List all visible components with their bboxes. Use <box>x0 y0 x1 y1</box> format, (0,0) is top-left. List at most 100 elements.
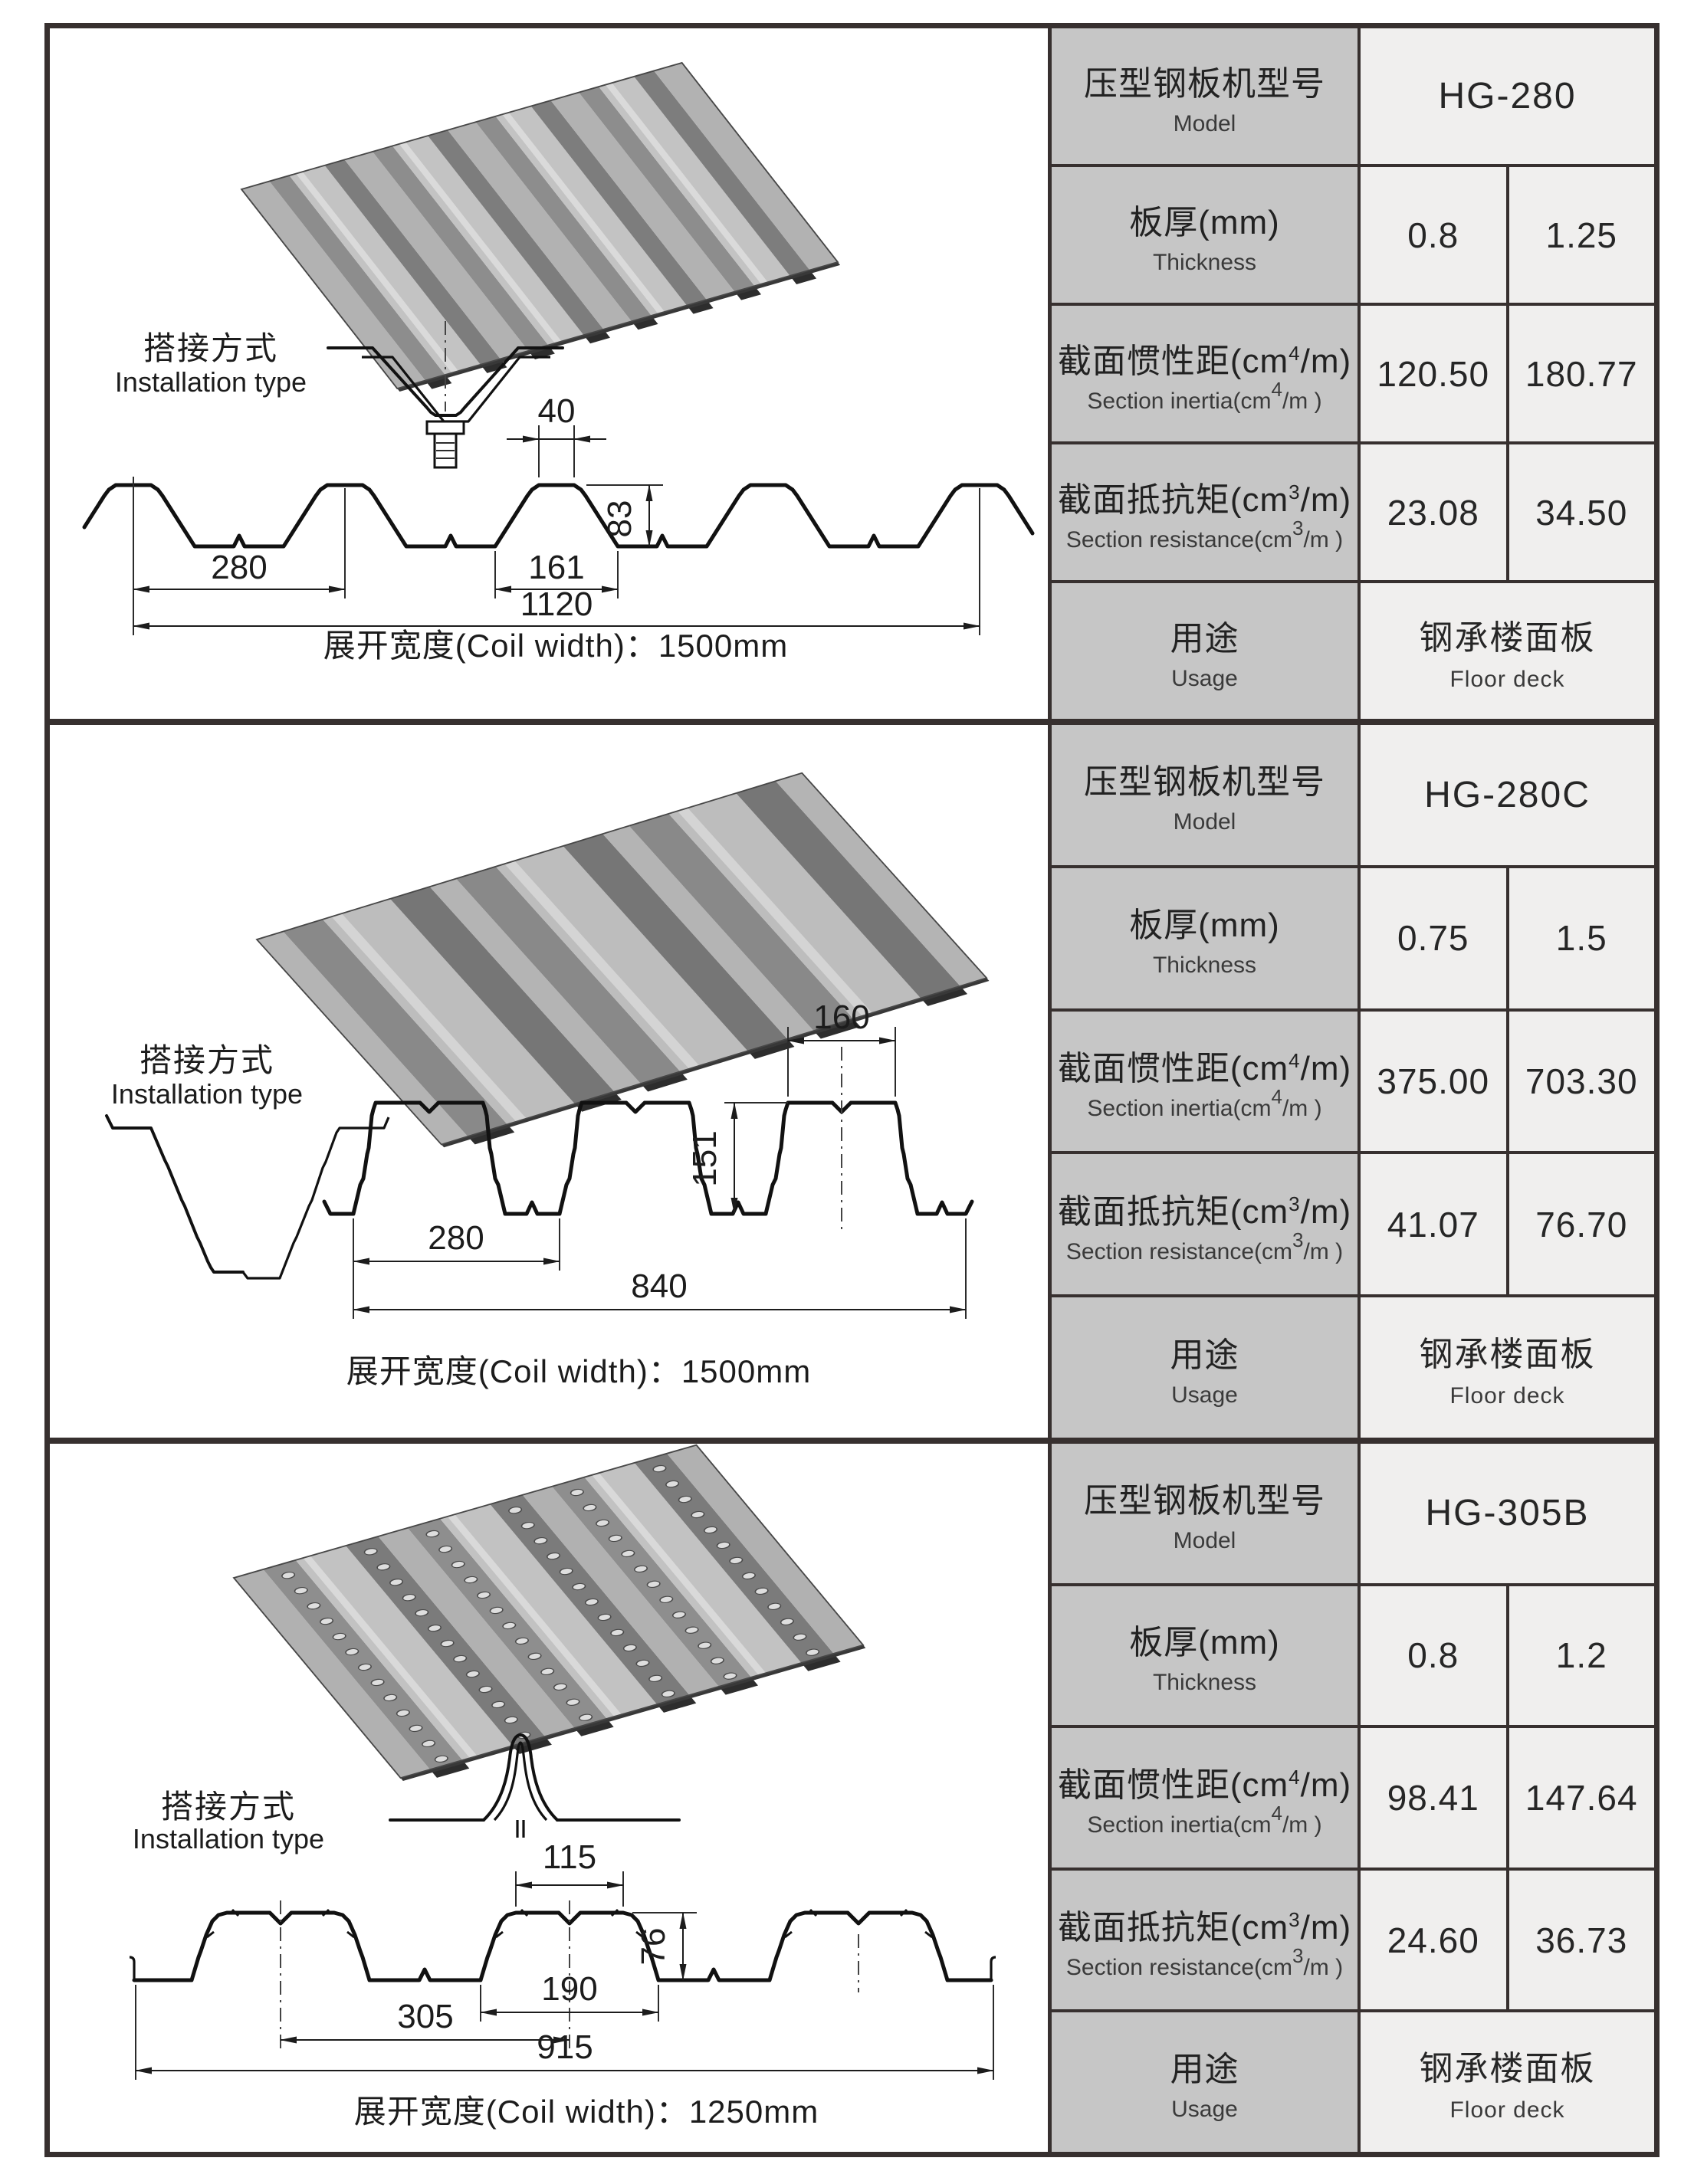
row-label: 截面惯性距(cm4/m) Section inertia(cm4/m ) <box>1052 306 1361 441</box>
table-row-usage: 用途 Usage 钢承楼面板 Floor deck <box>1052 2009 1654 2152</box>
svg-text:161: 161 <box>528 549 584 586</box>
model-value: HG-280 <box>1438 76 1577 116</box>
row-label: 板厚(mm) Thickness <box>1052 1586 1361 1726</box>
overlap-label-en: Installation type <box>115 366 307 398</box>
coil-width-note: 展开宽度(Coil width)：1500mm <box>346 1353 811 1389</box>
profile-outline <box>82 483 1035 549</box>
dim-crest-161: 161 <box>494 549 619 598</box>
table-row-thickness: 板厚(mm) Thickness 0.8 1.25 <box>1052 164 1654 303</box>
table-row-resistance: 截面抵抗矩(cm3/m) Section resistance(cm3/m ) … <box>1052 1867 1655 2010</box>
row-label: 截面惯性距(cm4/m) Section inertia(cm4/m ) <box>1052 1728 1361 1868</box>
usage-value: 钢承楼面板 Floor deck <box>1419 618 1596 692</box>
bolt-icon <box>425 420 465 469</box>
svg-text:76: 76 <box>635 1928 672 1966</box>
dim-top-40: 40 <box>507 392 606 477</box>
svg-text:40: 40 <box>538 392 576 430</box>
table-row-usage: 用途 Usage 钢承楼面板 Floor deck <box>1052 580 1654 719</box>
inertia-value-2: 147.64 <box>1505 1728 1655 1868</box>
thickness-value-1: 0.8 <box>1407 1635 1459 1676</box>
row-label: 用途 Usage <box>1052 583 1361 719</box>
table-row-resistance: 截面抵抗矩(cm3/m) Section resistance(cm3/m ) … <box>1052 1151 1655 1295</box>
overlap-label-cn: 搭接方式 <box>161 1789 296 1825</box>
table-row-thickness: 板厚(mm) Thickness 0.75 1.5 <box>1052 864 1655 1008</box>
overlap-label-en: Installation type <box>111 1078 303 1110</box>
dim-overall-840: 840 <box>353 1218 967 1319</box>
usage-value: 钢承楼面板 Floor deck <box>1419 2050 1596 2123</box>
svg-text:160: 160 <box>813 999 869 1036</box>
inertia-value-2: 703.30 <box>1505 1011 1655 1152</box>
overlap-joint-diagram <box>105 1114 390 1280</box>
table-row-usage: 用途 Usage 钢承楼面板 Floor deck <box>1052 1294 1654 1438</box>
row-label: 压型钢板机型号 Model <box>1052 1444 1361 1583</box>
svg-text:115: 115 <box>543 1838 596 1876</box>
thickness-value-2: 1.25 <box>1505 167 1655 303</box>
resistance-value-1: 23.08 <box>1387 492 1479 533</box>
corrugated-panel-3d-embossed <box>232 1444 866 1781</box>
corrugated-panel-3d <box>240 61 841 392</box>
overlap-label-en: Installation type <box>133 1823 324 1854</box>
overlap-joint-diagram <box>327 321 564 469</box>
svg-text:280: 280 <box>211 549 267 586</box>
resistance-value-1: 24.60 <box>1387 1920 1479 1960</box>
svg-text:190: 190 <box>541 1970 597 2008</box>
resistance-value-1: 41.07 <box>1387 1204 1479 1244</box>
hg280c-diagram-pane: 搭接方式 Installation type 160 <box>50 725 1048 1438</box>
coil-width-note: 展开宽度(Coil width)：1250mm <box>354 2094 819 2130</box>
hg280c-drawing: 搭接方式 Installation type 160 <box>105 772 990 1389</box>
dim-height-83: 83 <box>586 484 663 547</box>
corrugated-panel-3d <box>255 772 990 1148</box>
profile-right-curl <box>990 1956 996 1980</box>
thickness-value-1: 0.75 <box>1397 918 1469 959</box>
profile-outline <box>132 1910 993 1982</box>
inertia-value-2: 180.77 <box>1505 306 1655 441</box>
hg305b-spec-table: 压型钢板机型号 Model HG-305B 板厚(mm) Thickness 0… <box>1048 1444 1654 2152</box>
inertia-value-1: 98.41 <box>1387 1777 1479 1818</box>
inertia-value-1: 120.50 <box>1377 353 1490 394</box>
profile-outline <box>322 1100 974 1216</box>
table-row-inertia: 截面惯性距(cm4/m) Section inertia(cm4/m ) 375… <box>1052 1008 1654 1152</box>
table-row-resistance: 截面抵抗矩(cm3/m) Section resistance(cm3/m ) … <box>1052 441 1654 580</box>
dim-height-151: 151 <box>686 1102 788 1215</box>
row-label: 截面惯性距(cm4/m) Section inertia(cm4/m ) <box>1052 1011 1361 1152</box>
svg-text:1120: 1120 <box>520 585 593 623</box>
row-label: 用途 Usage <box>1052 2012 1361 2152</box>
row-label: 板厚(mm) Thickness <box>1052 867 1361 1008</box>
table-row-inertia: 截面惯性距(cm4/m) Section inertia(cm4/m ) 120… <box>1052 303 1654 441</box>
hg305b-drawing: 搭接方式 Installation type <box>129 1444 996 2130</box>
resistance-value-2: 36.73 <box>1505 1870 1655 2010</box>
row-label: 截面抵抗矩(cm3/m) Section resistance(cm3/m ) <box>1052 1870 1361 2010</box>
dim-top-115: 115 <box>515 1838 624 1907</box>
table-row-thickness: 板厚(mm) Thickness 0.8 1.2 <box>1052 1582 1654 1726</box>
svg-text:280: 280 <box>428 1219 484 1257</box>
dim-pitch-280: 280 <box>353 1218 560 1319</box>
hg280c-spec-table: 压型钢板机型号 Model HG-280C 板厚(mm) Thickness 0… <box>1048 725 1654 1438</box>
hg305b-diagram-pane: 搭接方式 Installation type <box>50 1444 1048 2152</box>
thickness-value-1: 0.8 <box>1407 215 1459 255</box>
profile-left-curl <box>129 1956 136 1980</box>
hg280-drawing: 搭接方式 Installation type <box>82 61 1035 664</box>
table-row-model: 压型钢板机型号 Model HG-280C <box>1052 725 1654 865</box>
row-label: 压型钢板机型号 Model <box>1052 28 1361 164</box>
row-label: 截面抵抗矩(cm3/m) Section resistance(cm3/m ) <box>1052 1154 1361 1295</box>
dim-overall-1120: 1120 <box>133 488 980 635</box>
dim-pitch-280: 280 <box>133 477 346 635</box>
overlap-label-cn: 搭接方式 <box>143 330 278 366</box>
thickness-value-2: 1.5 <box>1505 867 1655 1008</box>
svg-text:151: 151 <box>686 1130 724 1186</box>
dim-pitch-305: 305 <box>280 1998 570 2044</box>
section-hg305b: 搭接方式 Installation type <box>50 1438 1654 2152</box>
row-label: 截面抵抗矩(cm3/m) Section resistance(cm3/m ) <box>1052 444 1361 580</box>
model-value: HG-280C <box>1424 774 1591 815</box>
resistance-value-2: 76.70 <box>1505 1154 1655 1295</box>
table-row-model: 压型钢板机型号 Model HG-280 <box>1052 28 1654 164</box>
hg280-diagram-pane: 搭接方式 Installation type <box>50 28 1048 719</box>
svg-text:840: 840 <box>631 1267 687 1305</box>
table-row-model: 压型钢板机型号 Model HG-305B <box>1052 1444 1654 1583</box>
table-row-inertia: 截面惯性距(cm4/m) Section inertia(cm4/m ) 98.… <box>1052 1725 1654 1868</box>
row-label: 板厚(mm) Thickness <box>1052 167 1361 303</box>
emboss-ticks <box>206 1908 933 1939</box>
svg-text:305: 305 <box>397 1998 453 2035</box>
row-label: 用途 Usage <box>1052 1297 1361 1438</box>
overlap-joint-diagram <box>389 1733 681 1838</box>
overlap-label-cn: 搭接方式 <box>140 1042 274 1078</box>
